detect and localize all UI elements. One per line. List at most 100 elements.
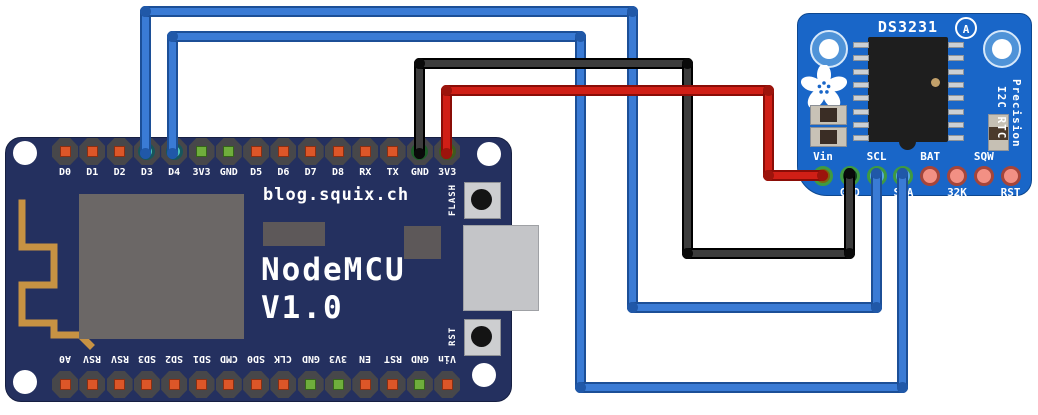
wire-segment [440,84,774,96]
wire-bend [681,57,693,69]
nodemcu-bottom-pin-CMD-6[interactable] [215,371,242,398]
mounting-hole [810,30,848,68]
nodemcu-bottom-pin-SD0-7[interactable] [243,371,270,398]
nodemcu-bottom-pin-GND-9[interactable] [297,371,324,398]
pin-pad [59,146,71,157]
wire-bend [626,5,638,17]
nodemcu-top-pin-D6-8[interactable] [270,138,297,165]
ic-leg [948,135,964,142]
pin-pad [250,379,262,390]
usb-connector [463,225,539,311]
nodemcu-bottom-pin-A0-0[interactable] [52,371,78,398]
pin-pad-wired [411,143,429,160]
pin-label-D3: D3 [140,167,153,178]
wire-segment [681,247,855,259]
ds3231-pin-SQW[interactable] [973,166,994,186]
nodemcu-bottom-pin-EN-11[interactable] [352,371,379,398]
ds3231-board[interactable]: DS3231 A Precision [797,13,1032,199]
flash-button[interactable] [464,182,501,219]
wire-bend [896,381,908,393]
pin-label-D5: D5 [250,167,263,178]
ds3231-pin-SCL[interactable] [866,166,887,186]
pin-pad [305,379,317,390]
side-text: Precision I2C RTC [995,78,1023,148]
nodemcu-bottom-pin-Vin-14[interactable] [434,371,461,398]
pin-pad [332,146,344,157]
pin-pad [168,379,180,390]
pin-label-RX: RX [359,167,372,178]
ic-notch [899,133,916,150]
nodemcu-bottom-pin-RSV-1[interactable] [79,371,106,398]
nodemcu-top-pin-GND-6[interactable] [215,138,242,165]
wire-bend [166,30,178,42]
nodemcu-top-pin-RX-11[interactable] [352,138,379,165]
nodemcu-top-pin-D4-4[interactable] [161,138,188,165]
ds3231-pin-label-SCL: SCL [866,150,887,163]
wire-bend [413,57,425,69]
ds3231-pin-label-BAT: BAT [920,150,941,163]
mounting-hole [983,30,1021,68]
nodemcu-bottom-pin-CLK-8[interactable] [270,371,297,398]
ds3231-pin-RST[interactable] [1000,166,1021,186]
wire-segment [681,57,693,259]
nodemcu-bottom-pin-3V3-10[interactable] [325,371,351,398]
wire-segment [626,5,638,313]
pin-label-D7: D7 [304,167,317,178]
pin-label-D8: D8 [331,167,345,178]
ds3231-pin-GND[interactable] [839,166,860,186]
wire-bend [626,301,638,313]
pin-pad [305,146,317,157]
pin-pad [59,379,71,390]
pin-pad [277,146,289,157]
pin-pad [359,379,371,390]
nodemcu-bottom-pin-SD3-3[interactable] [133,371,160,398]
wire-bend [762,169,774,181]
nodemcu-top-pin-3V3-14[interactable] [434,138,461,165]
pin-pad [223,379,235,390]
pin-label-D1: D1 [86,167,99,178]
nodemcu-top-pin-D7-9[interactable] [297,138,324,165]
ds3231-title: DS3231 [877,18,939,36]
smd-capacitor [810,127,847,147]
ic-leg [853,42,869,48]
nodemcu-top-pin-D3-3[interactable] [133,138,160,165]
wire-segment [139,5,151,159]
ds3231-pin-SDA[interactable] [893,166,914,186]
nodemcu-bottom-pin-SD1-5[interactable] [188,371,215,398]
pin-pad [196,379,207,390]
wire-segment [574,381,908,393]
ds3231-pin-BAT[interactable] [920,166,941,186]
board-title: NodeMCU [261,252,406,288]
nodemcu-bottom-pin-RST-12[interactable] [379,371,406,398]
pin-pad [114,146,126,157]
nodemcu-top-pin-D2-2[interactable] [106,138,133,165]
nodemcu-bottom-pin-GND-13[interactable] [406,371,433,398]
ds3231-pin-Vin[interactable] [813,166,833,186]
ic-leg [948,55,964,62]
pin-pad [196,146,207,157]
ds3231-pin-32K[interactable] [947,166,967,186]
nodemcu-top-pin-D1-1[interactable] [79,138,106,165]
reset-button[interactable] [464,319,501,356]
nodemcu-bottom-pin-SD2-4[interactable] [161,371,188,398]
nodemcu-top-pin-3V3-5[interactable] [188,138,215,165]
nodemcu-top-pin-GND-13[interactable] [406,138,433,165]
wire-segment [574,30,586,393]
pin-pad [387,146,399,157]
ic-leg [853,95,869,102]
pin-label-TX: TX [386,167,399,178]
pin-pad-wired [165,143,183,160]
mounting-hole [13,370,37,394]
ic-leg [853,68,869,75]
nodemcu-top-pin-D5-7[interactable] [243,138,270,165]
pin-label-D4: D4 [168,167,181,178]
nodemcu-top-pin-D8-10[interactable] [325,138,351,165]
wire-bend [574,30,586,42]
nodemcu-top-pin-D0-0[interactable] [52,138,78,165]
nodemcu-bottom-pin-RSV-2[interactable] [106,371,133,398]
wire-bend [843,247,855,259]
ic-leg [948,81,964,88]
nodemcu-top-pin-TX-12[interactable] [379,138,406,165]
